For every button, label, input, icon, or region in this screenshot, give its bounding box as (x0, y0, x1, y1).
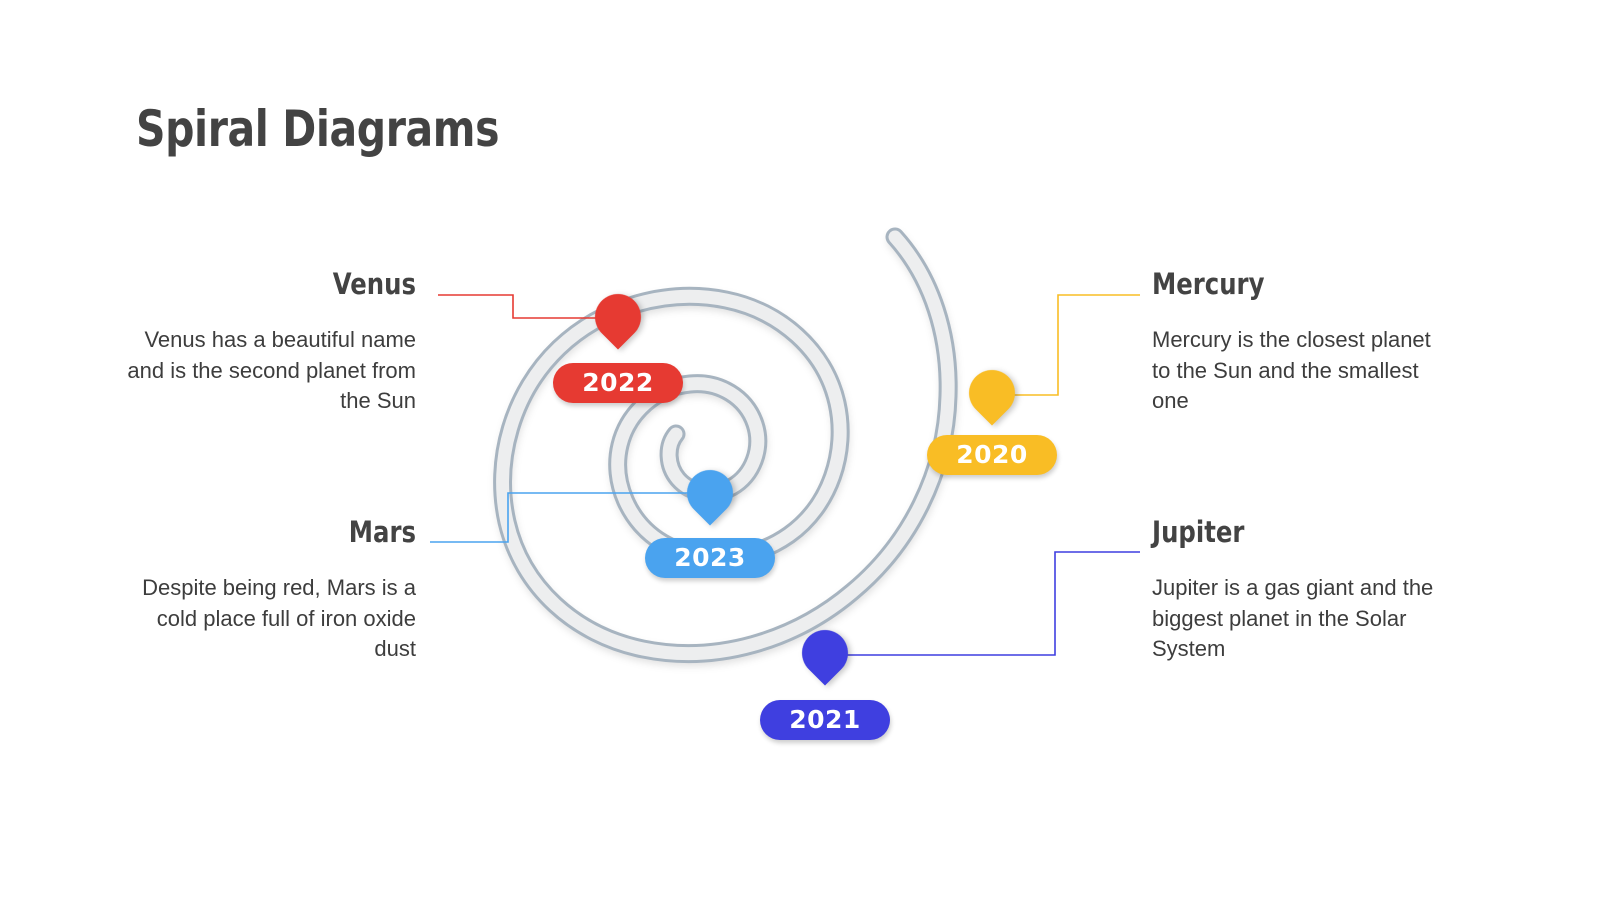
planet-name-mercury: Mercury (1152, 267, 1265, 301)
planet-name-mars: Mars (348, 515, 416, 549)
info-block-jupiter: Jupiter Jupiter is a gas giant and the b… (1152, 518, 1452, 665)
year-badge-jupiter[interactable]: 2021 (760, 700, 890, 740)
year-badge-mars[interactable]: 2023 (645, 538, 775, 578)
year-badge-venus[interactable]: 2022 (553, 363, 683, 403)
planet-description-mercury: Mercury is the closest planet to the Sun… (1152, 327, 1431, 413)
planet-description-jupiter: Jupiter is a gas giant and the biggest p… (1152, 575, 1434, 661)
connector-mercury (1003, 294, 1140, 396)
planet-name-venus: Venus (332, 267, 416, 301)
spiral-edges (493, 227, 958, 664)
planet-name-jupiter: Jupiter (1152, 515, 1245, 549)
info-block-mercury: Mercury Mercury is the closest planet to… (1152, 270, 1452, 417)
spiral-graphic (480, 200, 1000, 760)
planet-description-venus: Venus has a beautiful name and is the se… (127, 327, 416, 413)
year-badge-mercury[interactable]: 2020 (927, 435, 1057, 475)
planet-description-mars: Despite being red, Mars is a cold place … (142, 575, 416, 661)
info-block-venus: Venus Venus has a beautiful name and is … (116, 270, 416, 417)
page-title: Spiral Diagrams (136, 100, 500, 158)
info-block-mars: Mars Despite being red, Mars is a cold p… (116, 518, 416, 665)
